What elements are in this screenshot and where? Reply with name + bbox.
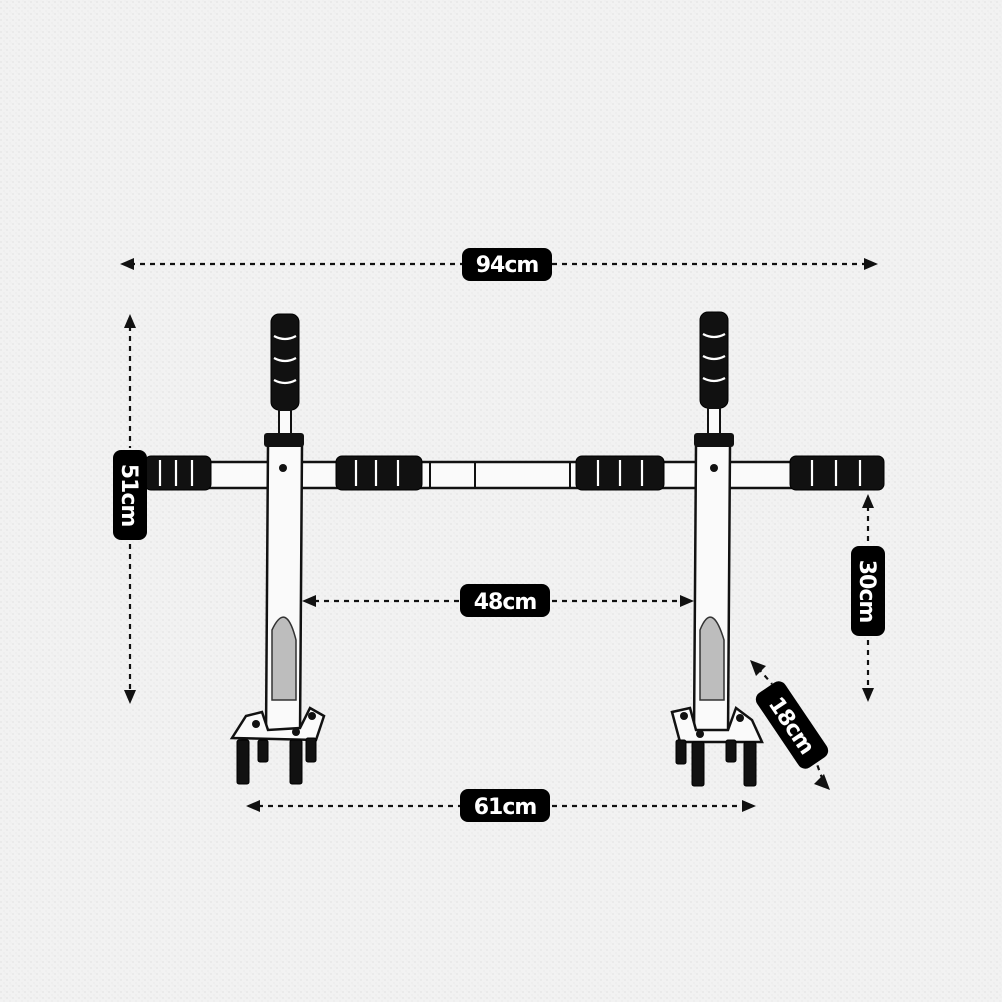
left-vertical-grip [270, 313, 300, 435]
dimension-handle-drop: 30cm [851, 494, 885, 702]
grip-inner-right [575, 455, 665, 491]
main-bar [148, 460, 882, 490]
handle-drop-label: 30cm [854, 560, 879, 623]
inner-width-label: 48cm [474, 590, 537, 615]
right-base [670, 705, 764, 787]
dimension-inner-width: 48cm [302, 584, 694, 617]
right-vertical-grip [699, 311, 729, 435]
right-collar [694, 433, 734, 447]
left-collar [264, 433, 304, 447]
overall-height-label: 51cm [116, 464, 141, 527]
dimension-overall-width: 94cm [120, 248, 878, 281]
dimension-base-width: 61cm [246, 789, 756, 822]
grip-far-left [144, 455, 212, 491]
grip-inner-left [335, 455, 423, 491]
overall-width-label: 94cm [476, 253, 539, 278]
pull-up-bar-icon [144, 311, 885, 787]
dimension-overall-height: 51cm [113, 314, 147, 704]
grip-far-right [789, 455, 885, 491]
left-base [229, 706, 326, 785]
base-width-label: 61cm [474, 795, 537, 820]
